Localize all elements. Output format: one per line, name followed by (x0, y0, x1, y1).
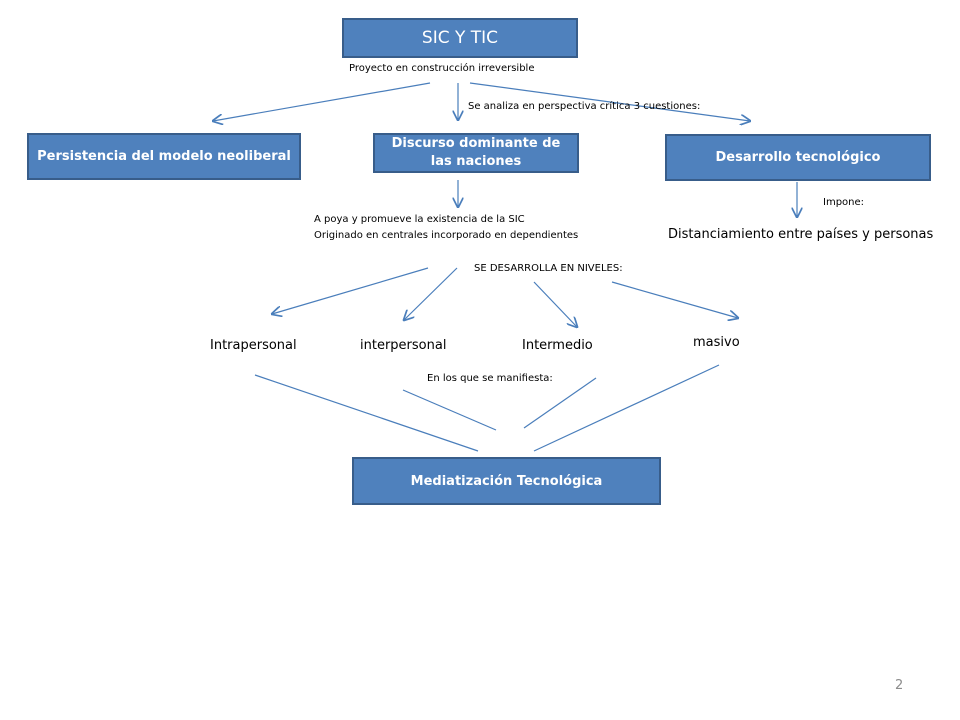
box-mediatizacion-label: Mediatización Tecnológica (410, 473, 603, 489)
arrow-to-masivo (611, 281, 738, 318)
title-text: SIC Y TIC (421, 28, 499, 48)
box-persistencia-label: Persistencia del modelo neoliberal (37, 149, 291, 164)
analysis-note: Se analiza en perspectiva crítica 3 cues… (468, 101, 701, 112)
line-intermedio-to-bottom (523, 377, 597, 429)
subtitle-text: Proyecto en construcción irreversible (349, 63, 535, 74)
level-intermedio: Intermedio (522, 338, 593, 353)
manifest-label: En los que se manifiesta: (427, 373, 553, 384)
arrow-to-intermedio (533, 281, 577, 327)
line-intrapersonal-to-bottom (254, 374, 479, 452)
box-desarrollo: Desarrollo tecnológico (665, 134, 931, 181)
box-mediatizacion: Mediatización Tecnológica (352, 457, 661, 505)
level-interpersonal: interpersonal (360, 338, 447, 353)
distanciamiento-text: Distanciamiento entre países y personas (668, 227, 934, 242)
title-box: SIC Y TIC (342, 18, 578, 58)
arrow-to-left-box (213, 82, 431, 121)
arrow-to-intrapersonal (272, 267, 429, 314)
levels-label: SE DESARROLLA EN NIVELES: (474, 263, 623, 274)
center-note-1: A poya y promueve la existencia de la SI… (314, 214, 525, 225)
page-number: 2 (895, 678, 904, 693)
box-desarrollo-label: Desarrollo tecnológico (715, 150, 881, 165)
level-masivo: masivo (693, 335, 740, 350)
arrow-to-right-box (469, 82, 750, 121)
arrow-to-interpersonal (404, 267, 458, 320)
box-persistencia: Persistencia del modelo neoliberal (27, 133, 301, 180)
line-masivo-to-bottom (533, 364, 720, 452)
box-discurso: Discurso dominante de las naciones (373, 133, 579, 173)
level-intrapersonal: Intrapersonal (210, 338, 297, 353)
impone-label: Impone: (823, 197, 865, 208)
line-interpersonal-to-bottom (402, 389, 497, 431)
box-discurso-label: Discurso dominante de las naciones (391, 136, 561, 169)
center-note-2: Originado en centrales incorporado en de… (314, 230, 579, 241)
